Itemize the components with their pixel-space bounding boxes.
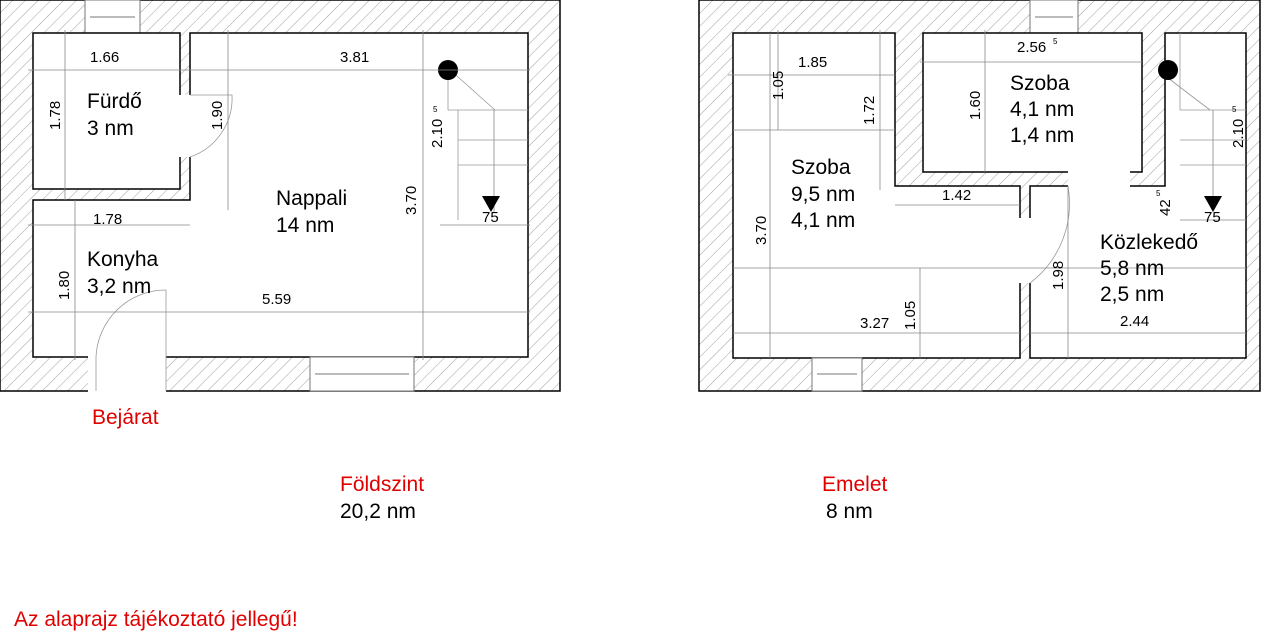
dimension-label: 2.10 bbox=[429, 119, 446, 148]
dimension-label: 3.81 bbox=[340, 49, 369, 66]
dimension-label: 5.59 bbox=[262, 291, 291, 308]
entrance-door bbox=[95, 289, 167, 391]
room-area: 4,1 nm bbox=[1010, 98, 1074, 121]
room-area: 3,2 nm bbox=[87, 275, 151, 298]
room-area: 3 nm bbox=[87, 117, 134, 140]
dimension-label: 2.56 bbox=[1017, 39, 1046, 56]
dimension-label: 2.10 bbox=[1230, 119, 1247, 148]
room-szoba-small bbox=[922, 32, 1143, 173]
room-name: Szoba bbox=[791, 156, 851, 179]
dimension-lines bbox=[28, 30, 530, 360]
room-area: 5,8 nm bbox=[1100, 257, 1164, 280]
ground-floor-plan: Fürdő 3 nm Nappali 14 nm Konyha 3,2 nm 1… bbox=[0, 0, 561, 392]
door-opening bbox=[1068, 171, 1130, 188]
ground-floor-title: Földszint bbox=[340, 473, 424, 496]
column-dot bbox=[1158, 60, 1178, 80]
dimension-label: 42 bbox=[1157, 199, 1174, 216]
bathroom-door bbox=[189, 94, 233, 158]
dimension-label: 1.80 bbox=[56, 271, 73, 300]
door bbox=[1029, 185, 1070, 284]
room-nappali-konyha bbox=[32, 32, 529, 358]
dimension-label: 1.78 bbox=[93, 211, 122, 228]
dimension-label: 1.85 bbox=[798, 54, 827, 71]
room-furdo bbox=[32, 32, 181, 190]
upper-floor-area: 8 nm bbox=[826, 500, 873, 523]
dimension-superscript: 5 bbox=[1156, 189, 1161, 198]
bathroom-door-opening bbox=[179, 95, 192, 157]
upper-floor-plan: Szoba 9,5 nm 4,1 nm Szoba 4,1 nm 1,4 nm … bbox=[698, 0, 1261, 392]
room-name: Fürdő bbox=[87, 90, 142, 113]
staircase bbox=[1158, 33, 1246, 212]
stair-arrow-icon bbox=[1204, 196, 1222, 212]
dimension-label: 1.98 bbox=[1050, 261, 1067, 290]
disclaimer: Az alaprajz tájékoztató jellegű! bbox=[14, 608, 298, 631]
stair-arrow-icon bbox=[482, 196, 500, 212]
room-name: Közlekedő bbox=[1100, 231, 1198, 254]
ground-floor-area: 20,2 nm bbox=[340, 500, 416, 523]
room-area-secondary: 4,1 nm bbox=[791, 209, 855, 232]
dimension-lines bbox=[728, 30, 1246, 358]
dimension-label: 1.42 bbox=[942, 187, 971, 204]
dimension-label: 3.70 bbox=[753, 216, 770, 245]
room-area-secondary: 1,4 nm bbox=[1010, 124, 1074, 147]
room-name: Konyha bbox=[87, 248, 159, 271]
dimension-label: 75 bbox=[482, 209, 499, 226]
dimension-label: 2.44 bbox=[1120, 313, 1149, 330]
door-opening bbox=[1019, 218, 1031, 283]
entrance-opening bbox=[88, 356, 166, 392]
upper-floor-title: Emelet bbox=[822, 473, 888, 496]
dimension-superscript: 5 bbox=[1053, 37, 1058, 46]
entrance-label: Bejárat bbox=[92, 406, 159, 429]
room-area: 14 nm bbox=[276, 214, 334, 237]
dimension-label: 1.78 bbox=[47, 101, 64, 130]
dimension-label: 1.05 bbox=[770, 71, 787, 100]
dimension-label: 1.90 bbox=[209, 101, 226, 130]
dimension-superscript: 5 bbox=[433, 105, 438, 114]
dimension-label: 1.60 bbox=[967, 91, 984, 120]
dimension-label: 1.72 bbox=[861, 96, 878, 125]
dimension-superscript: 5 bbox=[1232, 105, 1237, 114]
dimension-label: 75 bbox=[1204, 209, 1221, 226]
room-name: Nappali bbox=[276, 187, 347, 210]
dimension-label: 1.05 bbox=[902, 301, 919, 330]
room-szoba-large bbox=[732, 32, 1021, 359]
room-name: Szoba bbox=[1010, 72, 1070, 95]
dimension-label: 3.27 bbox=[860, 315, 889, 332]
room-area-secondary: 2,5 nm bbox=[1100, 283, 1164, 306]
dimension-label: 1.66 bbox=[90, 49, 119, 66]
room-kozlekedo bbox=[1029, 32, 1247, 359]
staircase bbox=[438, 60, 528, 220]
room-area: 9,5 nm bbox=[791, 183, 855, 206]
dimension-label: 3.70 bbox=[403, 186, 420, 215]
